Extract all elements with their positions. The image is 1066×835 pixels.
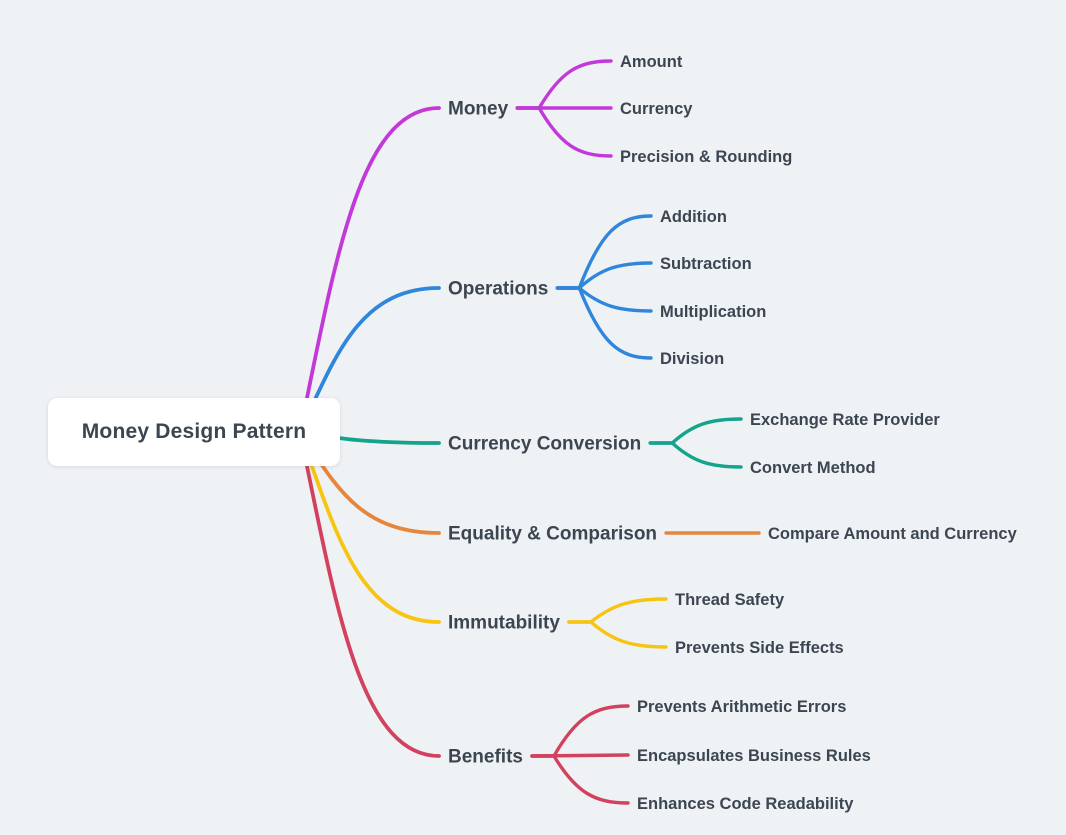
link-root-immutability	[298, 430, 441, 624]
child-label-compare-amount-and-currency[interactable]: Compare Amount and Currency	[768, 525, 1018, 543]
child-label-prevents-side-effects[interactable]: Prevents Side Effects	[675, 639, 844, 657]
root-node[interactable]: Money Design Pattern	[48, 398, 340, 466]
child-label-encapsulates-business-rules[interactable]: Encapsulates Business Rules	[637, 747, 871, 765]
branch-label-money[interactable]: Money	[448, 99, 509, 120]
link-operations-division	[555, 286, 653, 360]
child-label-amount[interactable]: Amount	[620, 53, 683, 71]
branch-label-currency-conversion[interactable]: Currency Conversion	[448, 434, 641, 455]
link-immutability-prevents-side-effects	[567, 620, 668, 649]
link-operations-subtraction	[555, 261, 653, 290]
link-money-precision-rounding	[515, 106, 613, 158]
link-money-amount	[515, 59, 613, 110]
link-operations-multiplication	[555, 286, 653, 313]
link-currency-conversion-convert-method	[648, 441, 743, 469]
link-benefits-prevents-arithmetic-errors	[530, 704, 630, 758]
child-label-division[interactable]: Division	[660, 350, 724, 368]
child-label-prevents-arithmetic-errors[interactable]: Prevents Arithmetic Errors	[637, 698, 846, 716]
link-currency-conversion-exchange-rate-provider	[648, 417, 743, 445]
link-immutability-thread-safety	[567, 597, 668, 624]
child-label-enhances-code-readability[interactable]: Enhances Code Readability	[637, 795, 854, 813]
child-label-multiplication[interactable]: Multiplication	[660, 303, 766, 321]
branch-label-equality-comparison[interactable]: Equality & Comparison	[448, 524, 657, 545]
branch-label-operations[interactable]: Operations	[448, 279, 548, 300]
child-label-subtraction[interactable]: Subtraction	[660, 255, 752, 273]
link-operations-addition	[555, 214, 653, 290]
root-label: Money Design Pattern	[81, 420, 307, 443]
child-label-addition[interactable]: Addition	[660, 208, 727, 226]
child-label-convert-method[interactable]: Convert Method	[750, 459, 876, 477]
branch-label-benefits[interactable]: Benefits	[448, 747, 523, 768]
child-label-exchange-rate-provider[interactable]: Exchange Rate Provider	[750, 411, 940, 429]
child-label-currency[interactable]: Currency	[620, 100, 693, 118]
link-root-benefits	[298, 430, 441, 758]
link-benefits-enhances-code-readability	[530, 754, 630, 805]
child-label-thread-safety[interactable]: Thread Safety	[675, 591, 785, 609]
child-label-precision-rounding[interactable]: Precision & Rounding	[620, 148, 792, 166]
branch-label-immutability[interactable]: Immutability	[448, 613, 560, 634]
link-root-money	[298, 106, 441, 434]
